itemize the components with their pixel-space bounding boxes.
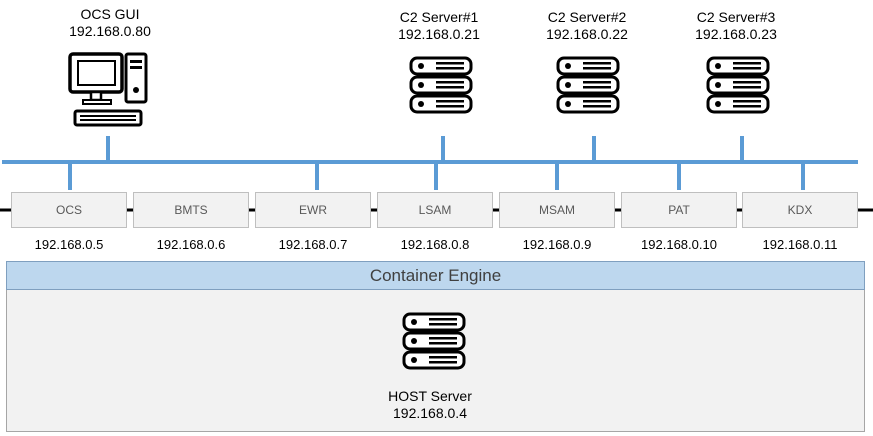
c2-server-1-label: C2 Server#1 192.168.0.21 xyxy=(369,9,509,43)
container-box-lsam: LSAM xyxy=(377,192,493,228)
container-box-ocs: OCS xyxy=(11,192,127,228)
server-icon xyxy=(706,56,770,114)
c2-server-2-label: C2 Server#2 192.168.0.22 xyxy=(517,9,657,43)
host-ip: 192.168.0.4 xyxy=(393,405,467,421)
container-box-kdx: KDX xyxy=(742,192,858,228)
container-box-pat: PAT xyxy=(621,192,737,228)
container-ip: 192.168.0.9 xyxy=(522,237,592,252)
node-ip: 192.168.0.21 xyxy=(398,26,480,42)
host-name: HOST Server xyxy=(388,388,472,404)
node-name: OCS GUI xyxy=(80,6,140,22)
node-ip: 192.168.0.23 xyxy=(695,26,777,42)
ocs-gui-label: OCS GUI 192.168.0.80 xyxy=(40,6,180,40)
container-ip: 192.168.0.5 xyxy=(34,237,104,252)
server-icon xyxy=(409,56,473,114)
node-name: C2 Server#3 xyxy=(696,9,776,25)
node-name: C2 Server#1 xyxy=(399,9,479,25)
container-ip: 192.168.0.8 xyxy=(400,237,470,252)
container-ip: 192.168.0.10 xyxy=(641,237,717,252)
node-ip: 192.168.0.80 xyxy=(69,23,151,39)
node-name: C2 Server#2 xyxy=(547,9,627,25)
node-ip: 192.168.0.22 xyxy=(546,26,628,42)
container-ip: 192.168.0.7 xyxy=(278,237,348,252)
container-box-msam: MSAM xyxy=(499,192,615,228)
c2-server-3-label: C2 Server#3 192.168.0.23 xyxy=(666,9,806,43)
container-box-ewr: EWR xyxy=(255,192,371,228)
container-box-bmts: BMTS xyxy=(133,192,249,228)
container-ip: 192.168.0.6 xyxy=(156,237,226,252)
container-ip: 192.168.0.11 xyxy=(762,237,838,252)
desktop-computer-icon xyxy=(68,52,148,127)
container-engine-header: Container Engine xyxy=(6,261,865,290)
server-icon xyxy=(556,56,620,114)
host-server-label: HOST Server 192.168.0.4 xyxy=(360,388,500,422)
